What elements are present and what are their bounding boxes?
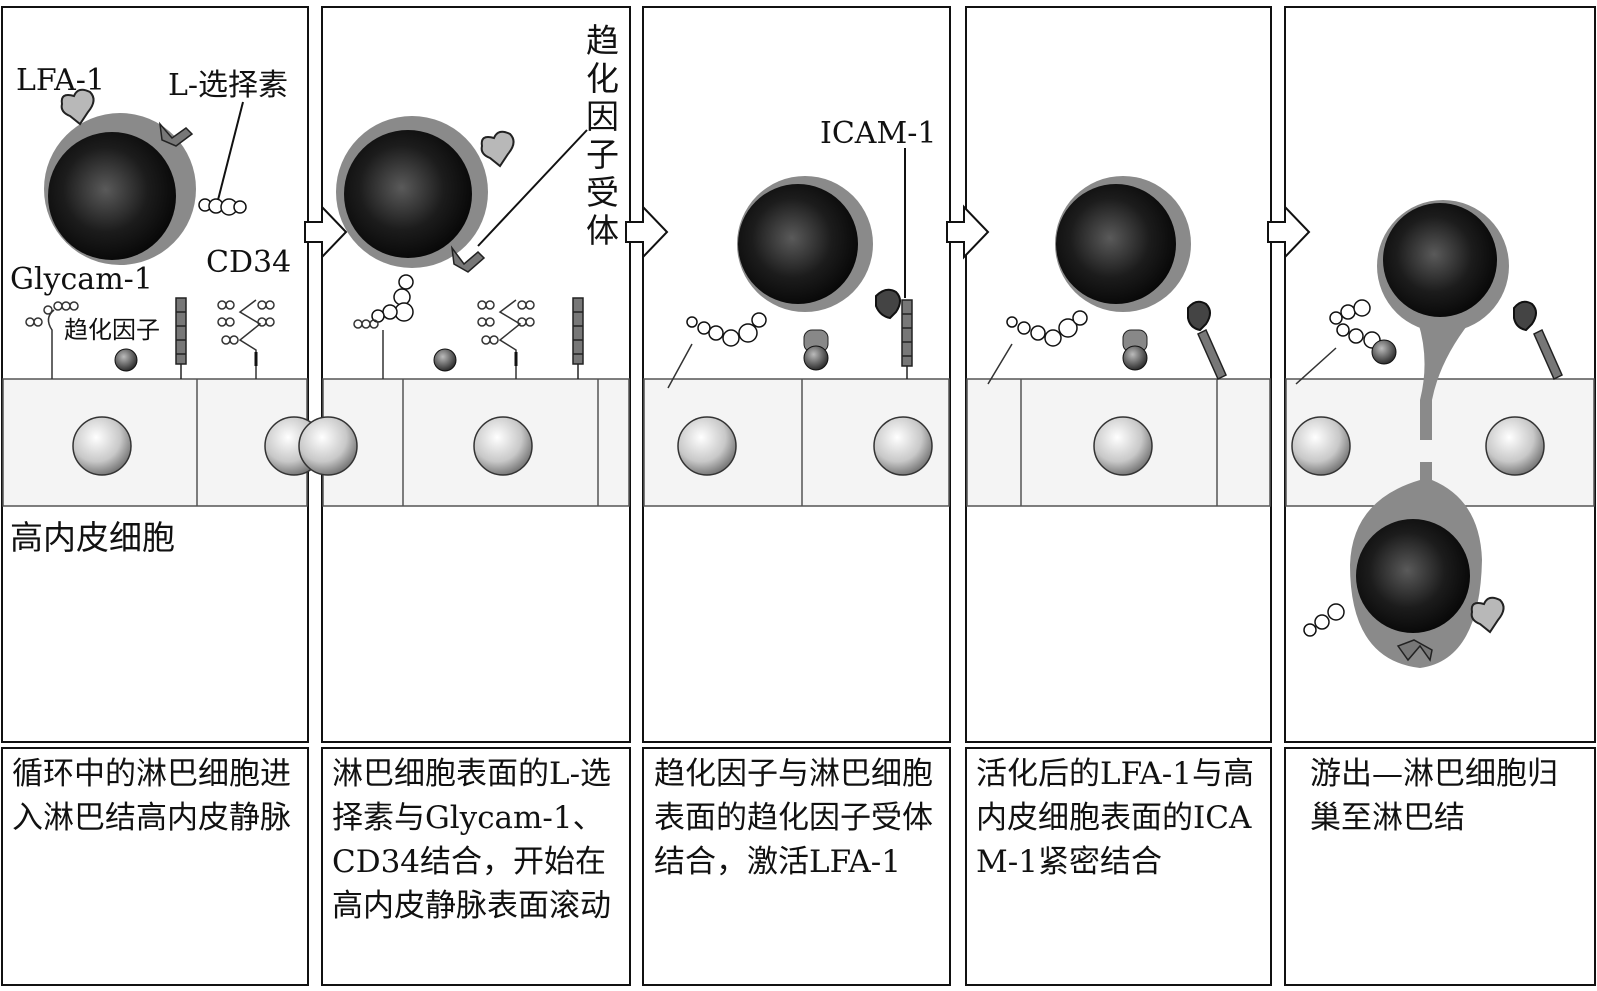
lymphocytes [44, 113, 1509, 668]
label-icam1: ICAM-1 [820, 116, 936, 151]
chemokine-ball [114, 348, 457, 372]
caption-step-4: 活化后的LFA-1与高内皮细胞表面的ICAM-1紧密结合 [976, 756, 1254, 880]
label-cd34: CD34 [206, 245, 291, 280]
label-lfa1: LFA-1 [16, 63, 105, 98]
step-arrows [304, 204, 1311, 260]
endothelium [2, 378, 1595, 507]
caption-step-3: 趋化因子与淋巴细胞表面的趋化因子受体结合，激活LFA-1 [654, 756, 933, 880]
label-chemokine: 趋化因子 [64, 316, 160, 344]
lfa1-active-icon [875, 288, 1537, 332]
glycam1-cd34 [25, 299, 1337, 389]
arrow-icon [304, 204, 348, 260]
l-selectin-icon [158, 121, 1433, 662]
pointer-lines [217, 101, 906, 298]
glycan-beads [198, 198, 1381, 637]
label-glycam1: Glycam-1 [10, 262, 153, 297]
caption-step-5: 游出—淋巴细胞归巢至淋巴结 [1310, 756, 1558, 836]
arrow-icon [946, 204, 990, 260]
cd34-stalk [254, 352, 518, 366]
panel-frames [1, 6, 1596, 986]
lfa1-heart-icon [60, 88, 1505, 634]
icam1-rod [175, 297, 1563, 381]
label-chemokine-receptor: 趋化因子受体 [586, 21, 619, 250]
label-chemokine-receptor-text: 趋化因子受体 [586, 21, 619, 250]
chemokine-receptor-icon [803, 329, 1397, 371]
endothelial-nuclei [72, 416, 1545, 476]
caption-step-2: 淋巴细胞表面的L-选择素与Glycam-1、CD34结合，开始在高内皮静脉表面滚… [332, 756, 612, 924]
arrow-icon [1267, 204, 1311, 260]
arrow-icon [625, 204, 669, 260]
caption-step-1: 循环中的淋巴细胞进入淋巴结高内皮静脉 [12, 756, 291, 836]
label-l-selectin: L-选择素 [168, 68, 288, 103]
label-hev-cells: 高内皮细胞 [10, 518, 175, 557]
